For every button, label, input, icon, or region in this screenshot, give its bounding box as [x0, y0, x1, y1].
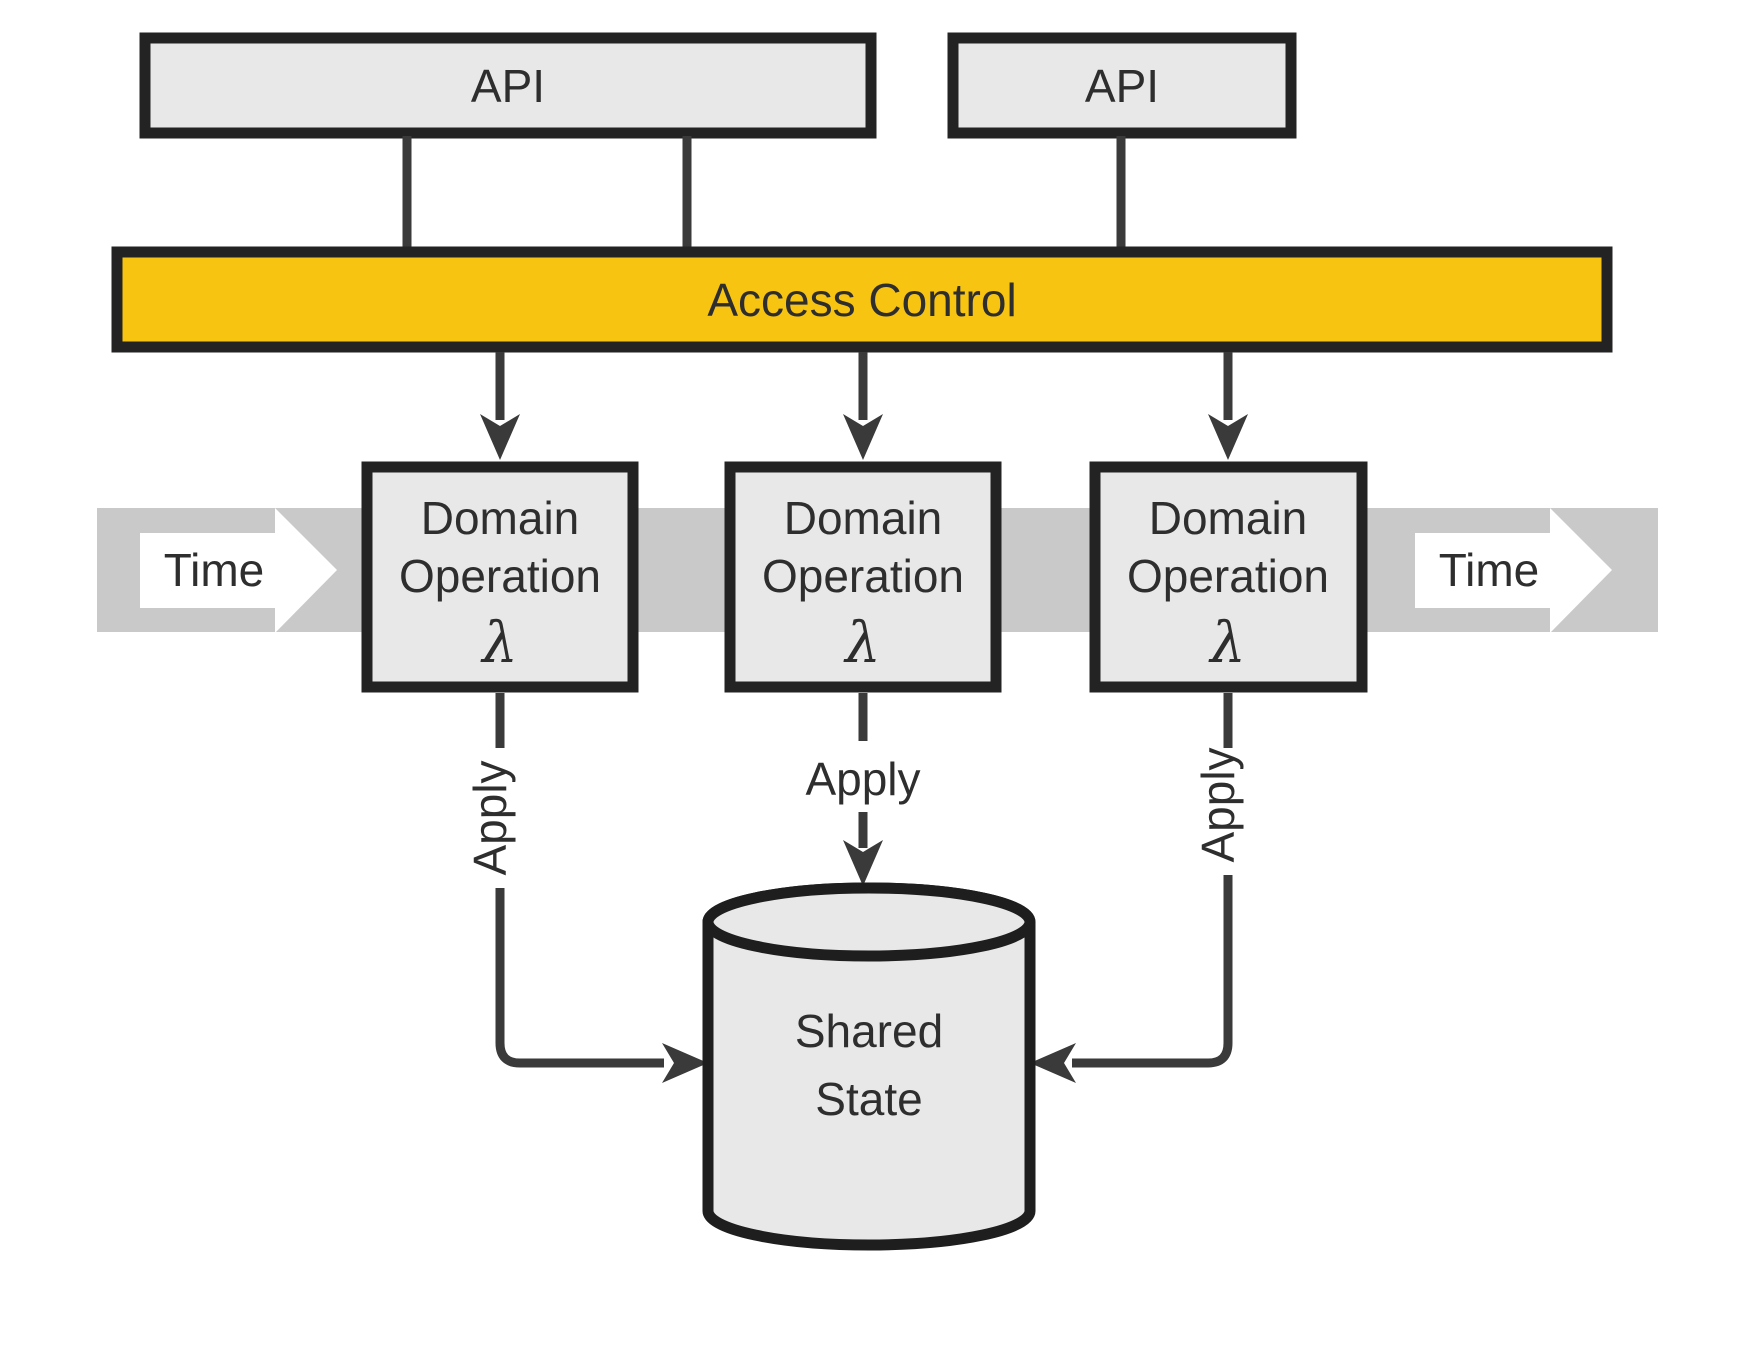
domain-operation-box-3	[1089, 461, 1368, 693]
time-arrow-right-icon	[1415, 508, 1612, 633]
api-node-right-box	[947, 32, 1297, 139]
apply-left-elbow	[495, 888, 664, 1068]
arrowhead-down-2	[843, 414, 883, 460]
apply-right-label: Apply	[1192, 747, 1244, 862]
domain-operation-box-2	[724, 461, 1002, 693]
apply-middle-label: Apply	[805, 753, 920, 805]
time-label-right: Time	[1439, 544, 1540, 596]
apply-edge-right: Apply	[1030, 693, 1244, 1083]
domain-op-1-line1: Domain	[421, 492, 580, 544]
access-control-label: Access Control	[707, 274, 1016, 326]
api-node-left-label: API	[471, 60, 545, 112]
domain-op-1-line2: Operation	[399, 550, 601, 602]
domain-operation-node-1: Domain Operation λ	[361, 461, 639, 693]
domain-operation-node-3: Domain Operation λ	[1089, 461, 1368, 693]
shared-state-node: Shared State	[702, 882, 1036, 1251]
access-to-domain-arrows	[480, 352, 1248, 460]
api-node-right: API	[947, 32, 1297, 139]
apply-left-label: Apply	[464, 760, 516, 875]
domain-operation-node-2: Domain Operation λ	[724, 461, 1002, 693]
apply-right-elbow	[1072, 875, 1233, 1068]
time-arrow-left-icon	[140, 508, 337, 633]
domain-op-3-line1: Domain	[1149, 492, 1308, 544]
domain-operation-box-1	[361, 461, 639, 693]
domain-op-2-line2: Operation	[762, 550, 964, 602]
shared-state-line1: Shared	[795, 1005, 943, 1057]
shared-state-cylinder-top	[702, 882, 1036, 962]
api-node-left-box	[139, 32, 877, 139]
arrowhead-down-3	[1208, 414, 1248, 460]
domain-op-2-line1: Domain	[784, 492, 943, 544]
domain-op-3-line2: Operation	[1127, 550, 1329, 602]
api-node-right-label: API	[1085, 60, 1159, 112]
api-to-access-connectors	[402, 136, 1126, 250]
time-label-left: Time	[164, 544, 265, 596]
access-control-bar	[111, 246, 1613, 353]
arrowhead-right-into-state	[662, 1043, 708, 1083]
apply-edge-left: Apply	[464, 693, 708, 1083]
apply-edge-middle: Apply	[805, 693, 921, 886]
access-control-node: Access Control	[111, 246, 1613, 353]
shared-state-line2: State	[815, 1073, 922, 1125]
domain-op-2-lambda: λ	[843, 611, 881, 676]
domain-op-3-lambda: λ	[1208, 611, 1246, 676]
arrowhead-down-into-state	[843, 840, 883, 886]
arrowhead-down-1	[480, 414, 520, 460]
api-node-left: API	[139, 32, 877, 139]
arrowhead-left-into-state	[1030, 1043, 1076, 1083]
domain-op-1-lambda: λ	[480, 611, 518, 676]
